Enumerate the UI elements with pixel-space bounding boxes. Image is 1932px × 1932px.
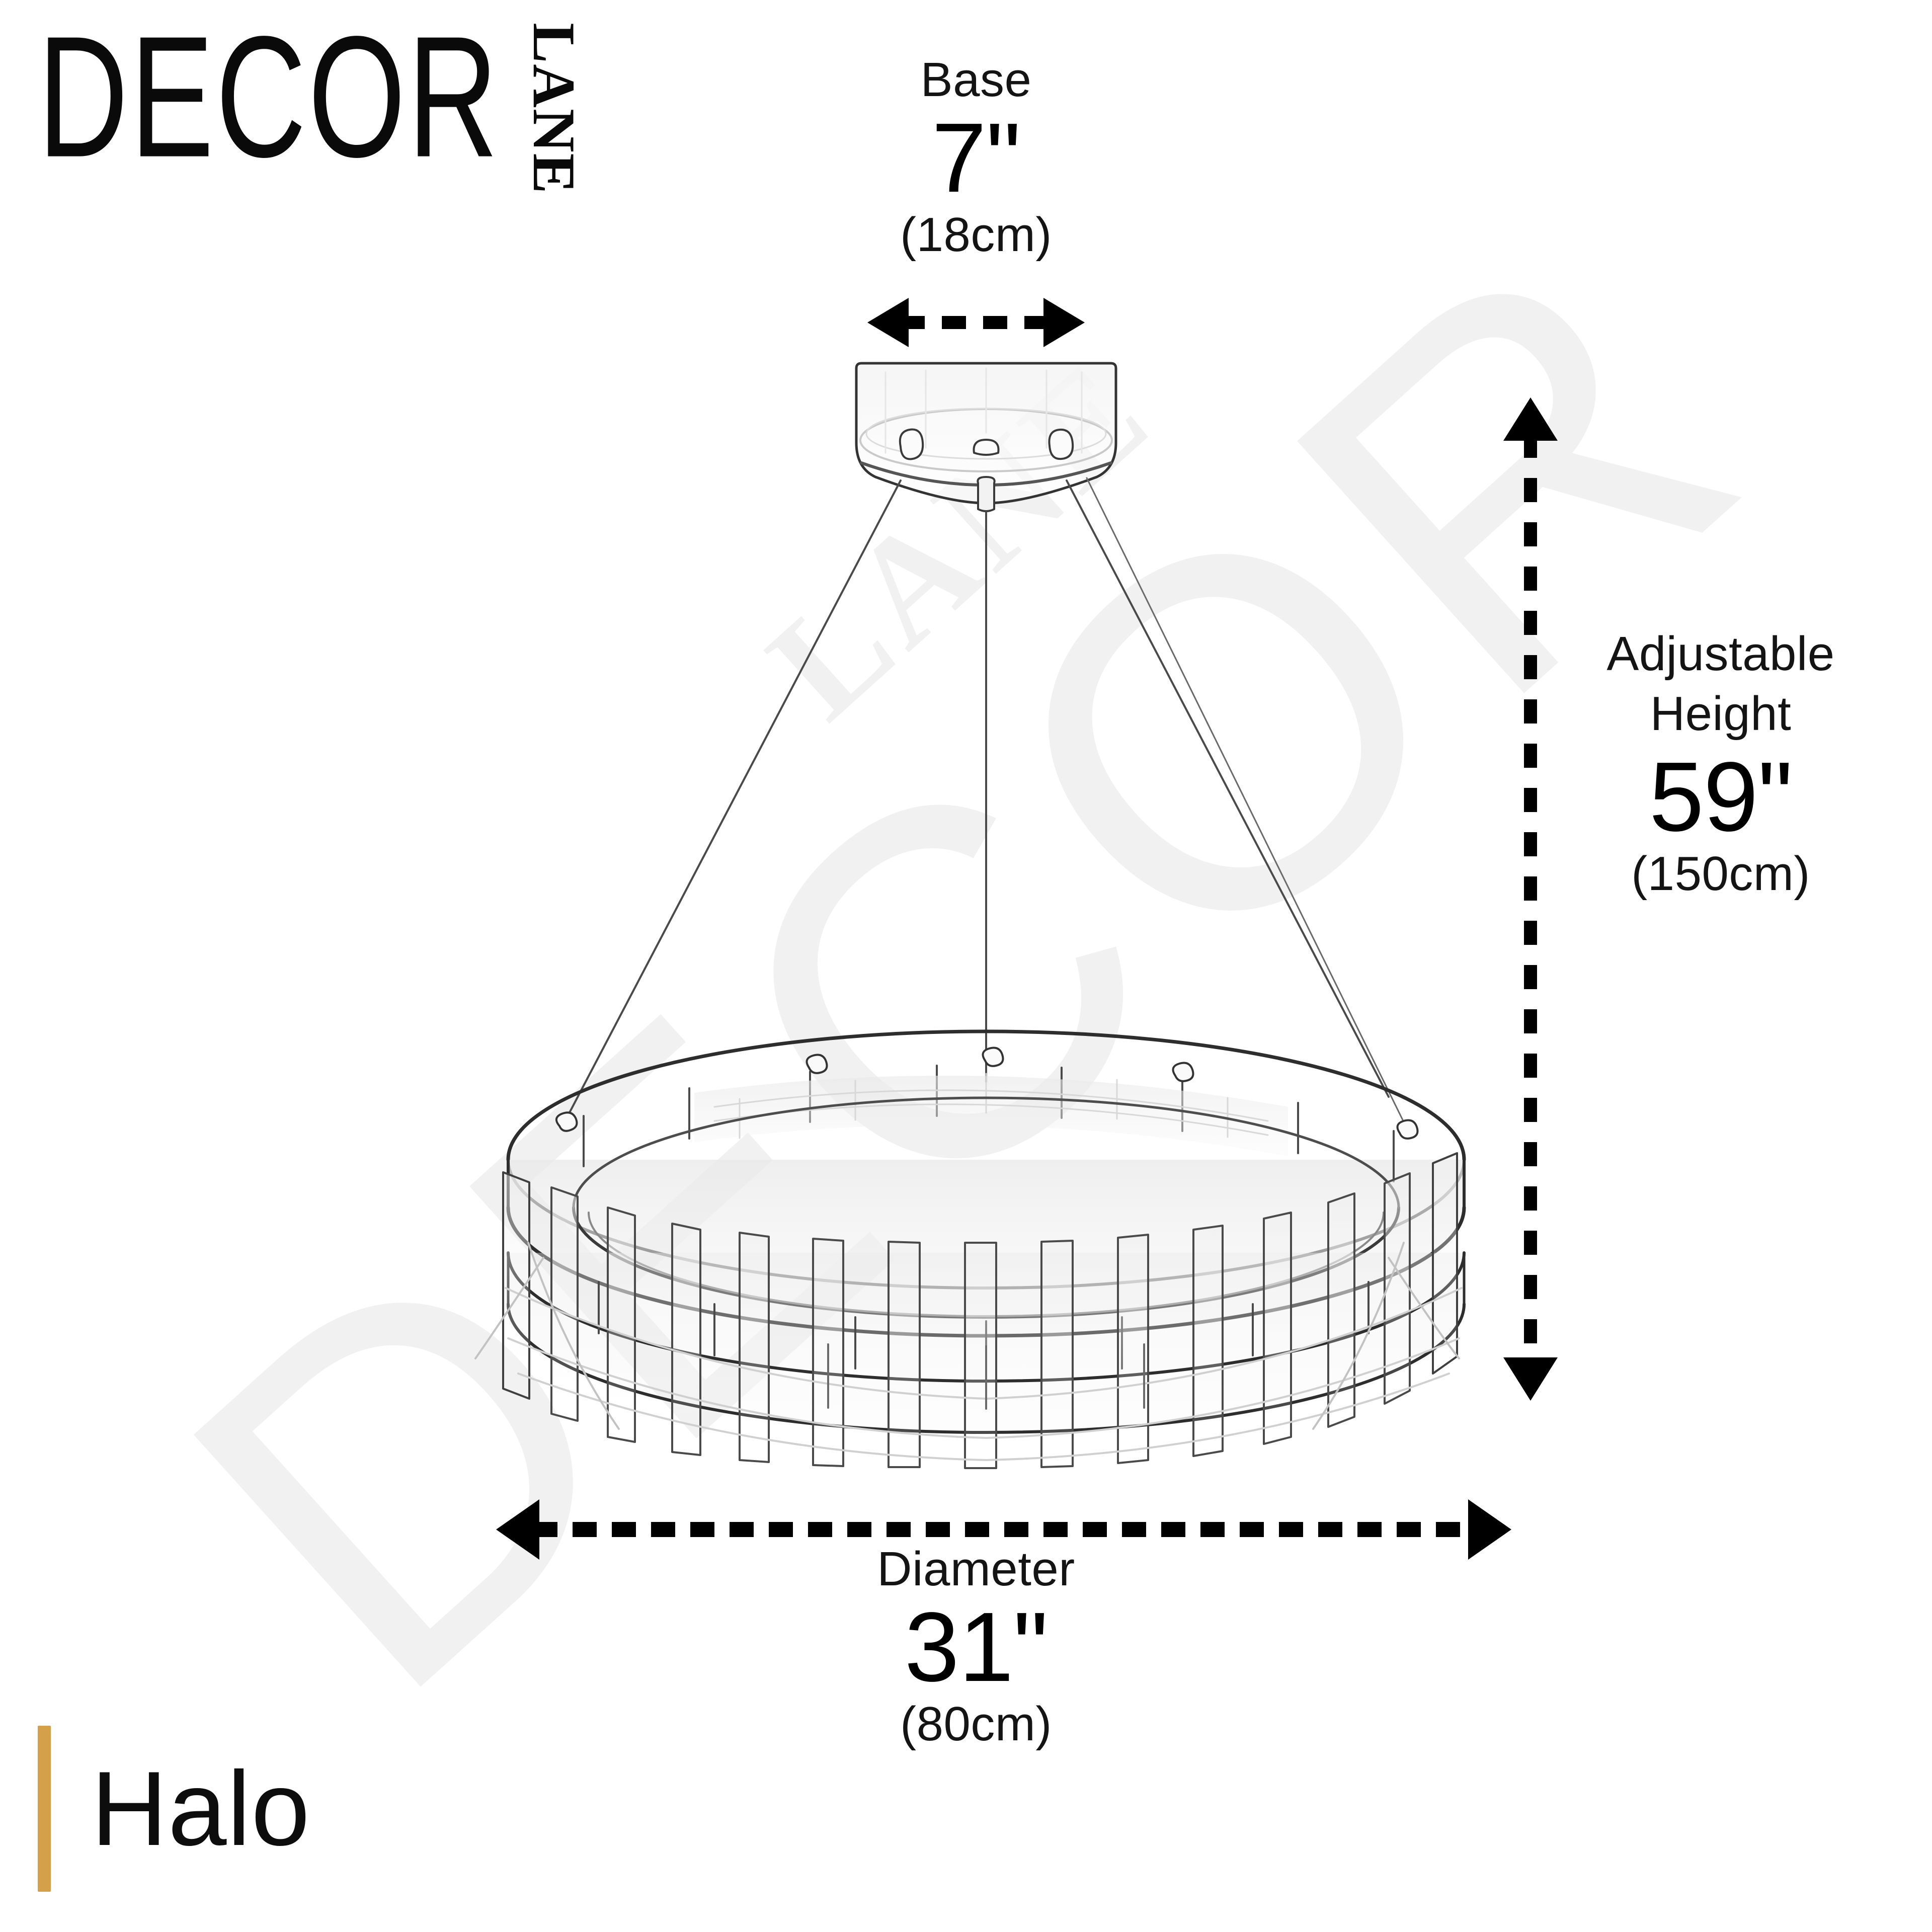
brand-logo-name: DECOR	[38, 0, 500, 193]
diameter-caption: Diameter	[877, 1542, 1075, 1596]
height-value: 59"	[1649, 742, 1793, 852]
base-value: 7"	[931, 102, 1021, 213]
base-dimension-arrow	[867, 298, 1085, 347]
watermark-suffix-text: LANE	[737, 326, 1182, 750]
canopy-group	[855, 362, 1117, 512]
height-caption: Adjustable Height	[1606, 627, 1835, 741]
product-footer: Halo	[38, 1726, 310, 1892]
diameter-metric: (80cm)	[900, 1697, 1052, 1751]
suspension-cables	[568, 477, 1405, 1123]
base-caption: Base	[920, 53, 1032, 107]
base-metric: (18cm)	[900, 207, 1052, 262]
diameter-dimension-label: Diameter 31" (80cm)	[825, 1545, 1127, 1749]
brand-logo-suffix-wrap: LANE	[521, 23, 588, 194]
panel-slats	[502, 1152, 1458, 1469]
accent-bar	[38, 1726, 51, 1892]
height-metric: (150cm)	[1631, 846, 1810, 901]
height-dimension-label: Adjustable Height 59" (150cm)	[1565, 624, 1877, 899]
product-name: Halo	[91, 1749, 310, 1868]
diameter-value: 31"	[904, 1591, 1049, 1702]
halo-ring-fixture	[474, 1029, 1466, 1469]
base-dimension-label: Base 7" (18cm)	[825, 55, 1127, 260]
watermark-brand-text: DECOR	[92, 140, 1840, 1792]
brand-logo-suffix: LANE	[520, 23, 588, 195]
cable-eyelet	[555, 1046, 1419, 1140]
brand-logo: DECOR LANE	[38, 10, 588, 195]
height-dimension-arrow	[1503, 397, 1558, 1401]
